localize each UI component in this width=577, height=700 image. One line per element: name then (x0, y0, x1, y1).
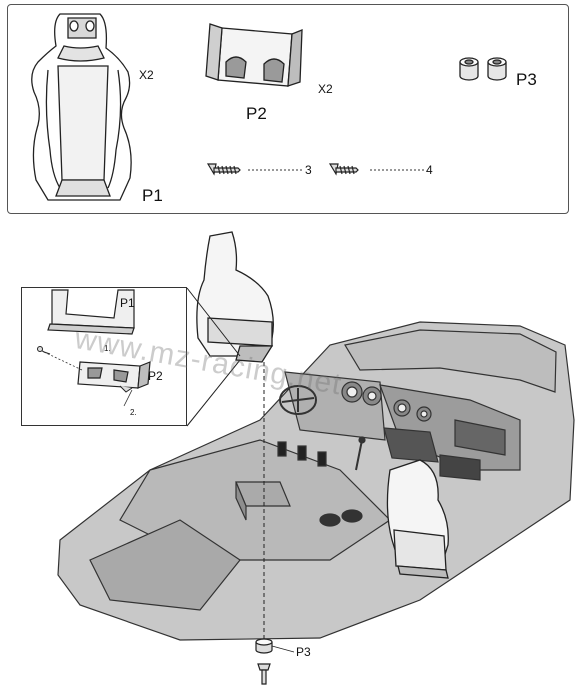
p2-bracket-illustration (205, 23, 303, 87)
p1-label: P1 (142, 186, 163, 205)
inset-connector-bottom (186, 359, 241, 427)
floating-seat-illustration (196, 231, 274, 363)
screw-b-count: 4 (426, 163, 433, 177)
screw-a-count: 3 (305, 163, 312, 177)
bottom-p3-illustration (255, 638, 273, 685)
p2-qty-label: X2 (318, 82, 333, 96)
installed-seat-illustration (386, 459, 449, 579)
inset-p2-label: P2 (148, 369, 163, 383)
detail-inset-drawing (37, 289, 151, 407)
p3-spacers-illustration (459, 57, 507, 81)
inset-p1-label: P1 (120, 296, 135, 310)
p3-label: P3 (516, 70, 537, 89)
screw-a-illustration (206, 163, 241, 176)
screw-b-illustration (328, 163, 359, 176)
p1-seat-illustration (31, 13, 132, 201)
detail-inset: P1 P2 1. 2. (21, 287, 187, 426)
p2-label: P2 (246, 104, 267, 123)
inset-step2-label: 2. (130, 408, 137, 417)
inset-connector-top (186, 287, 241, 357)
bottom-p3-leader (271, 645, 295, 653)
p1-qty-label: X2 (139, 68, 154, 82)
inset-step1-label: 1. (104, 344, 111, 353)
bottom-p3-label: P3 (296, 645, 311, 659)
